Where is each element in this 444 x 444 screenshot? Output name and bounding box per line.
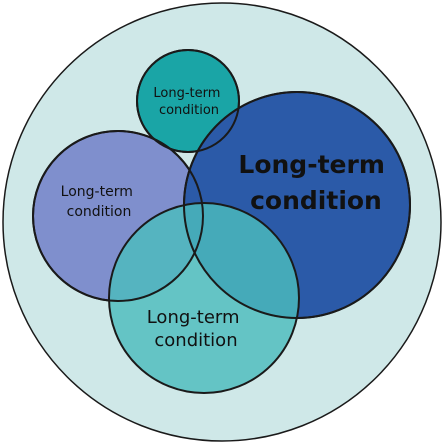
left-circle-label-line1: Long-term <box>61 184 133 200</box>
bottom-circle-label: Long-term condition <box>147 307 246 351</box>
left-circle-label-line2: condition <box>67 204 132 220</box>
right-circle-outline <box>183 91 411 319</box>
right-circle-label: Long-term condition <box>238 150 393 215</box>
left-circle-label: Long-term condition <box>61 184 138 220</box>
right-circle-label-line1: Long-term <box>238 150 384 179</box>
top-circle-label-line1: Long-term <box>153 86 220 101</box>
top-circle-label-line2: condition <box>159 103 219 118</box>
top-circle-label: Long-term condition <box>153 86 224 118</box>
bottom-circle-label-line2: condition <box>154 330 237 351</box>
left-circle-outline <box>32 130 204 302</box>
bottom-circle <box>108 202 300 394</box>
right-circle-label-line2: condition <box>250 186 382 215</box>
bottom-circle-label-line1: Long-term <box>147 307 240 328</box>
top-circle-outline <box>136 49 240 153</box>
